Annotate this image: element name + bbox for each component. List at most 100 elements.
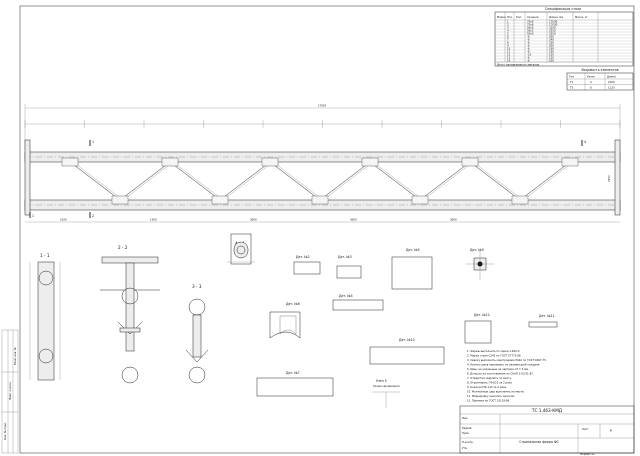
spec-h-length: Длина, мм [549, 15, 563, 19]
note-1: 1. Фермы выполнить по серии 1.460-3. [467, 349, 520, 353]
panel-dim-a: 3000 [250, 218, 257, 222]
tb-row-1: Изм. [462, 416, 468, 420]
spec-row-section: -6 [527, 58, 530, 62]
section-3-3-title: 3 - 3 [192, 284, 202, 289]
plate-7 [256, 377, 334, 397]
gusset-plate [111, 195, 129, 205]
truss-diagonal-edge [172, 161, 224, 201]
overall-dim: 17030 [318, 104, 327, 108]
spec-table-title: Спецификация стали [545, 7, 581, 11]
left-stamp-strip [1, 329, 19, 454]
plate-10 [369, 346, 445, 365]
section-1-1-title: 1 - 1 [40, 253, 50, 258]
plate-7-label: Дет. №7 [286, 371, 300, 375]
truss-diagonal-edge [272, 161, 324, 201]
spec-row-pos: 1 [507, 19, 509, 23]
node-subtitle: Схема оформления [373, 384, 400, 388]
truss-diagonal [219, 161, 271, 201]
title-name: Стропильная ферра ФС [519, 440, 560, 444]
spec-row-length: 100 [549, 58, 554, 62]
spec-row-section: -6 [527, 43, 530, 47]
truss-diagonal [519, 161, 571, 201]
spec-row-pos: 9 [507, 43, 509, 47]
section-2-2-stem [125, 262, 135, 352]
marker-1-bottom: 1 [32, 214, 34, 218]
truss-diagonal-edge [72, 161, 124, 201]
spec-row-pos: 5 [507, 31, 509, 35]
half-dim: 1500 [150, 218, 157, 222]
note-11: 11. Маркировку наносить краской. [467, 394, 515, 398]
tb-stage: Р [610, 429, 612, 433]
spec-footer: Итого наплавленного металла [497, 62, 540, 66]
tb-format: Формат А1 [580, 452, 595, 456]
spec-row-length: 2550 [549, 31, 556, 35]
section-2-2-title: 2 - 2 [118, 245, 128, 250]
spec-row-pos: 14 [507, 58, 511, 62]
gusset-plate [211, 195, 229, 205]
tb-row-5: Утв. [462, 446, 468, 450]
plate-10-label: Дет. №10 [399, 338, 415, 342]
plate-11 [528, 321, 558, 328]
tb-row-2: Разраб. [462, 426, 472, 430]
gusset-plate [561, 157, 579, 167]
section-2-2: 2 - 2 [100, 245, 160, 384]
spec-row-length: 160 [549, 49, 554, 53]
spec-row-section: -6 [527, 37, 530, 41]
section-3-3: 3 - 3 [185, 284, 209, 384]
plate-3-label: Дет. №3 [338, 255, 352, 259]
note-10: 10. Монтажные швы выполнять на месте. [467, 390, 525, 394]
spec-row-pos: 3 [507, 25, 509, 29]
spec-row-length: 120 [549, 55, 554, 59]
section-1-1: 1 - 1 [29, 253, 61, 381]
marker-4-top: 4 [584, 140, 586, 144]
note-6: 6. Допуски на изготовление по СНиП 3.03.… [467, 372, 534, 376]
plate-12-label: Дет. №12 [474, 313, 490, 317]
truss-diagonal [419, 161, 471, 201]
truss-diagonal-edge [372, 161, 424, 201]
spec-row-section: 75х6 [527, 19, 534, 23]
spec-row-section: -10 [527, 52, 532, 56]
weld-h-leg: Катет [587, 75, 596, 79]
spec-row-length: 150 [549, 52, 554, 56]
weld-h-len: Длина [607, 75, 616, 79]
truss-diagonal [119, 161, 171, 201]
spec-row-pos: 12 [507, 52, 511, 56]
panel-dim-c: 3000 [450, 218, 457, 222]
truss-diagonal-edge [472, 161, 524, 201]
plate-6-label: Дет. №6 [286, 302, 300, 306]
weld-r1-len: 2160 [608, 80, 615, 84]
note-4: 4. Катеты швов принимать по наименьшей т… [467, 363, 540, 367]
spec-row-length: 2550 [549, 28, 556, 32]
tb-stage-label: Лист [582, 427, 589, 431]
plate-6 [269, 311, 301, 339]
stamp-inventory: Инв. № подл. [3, 422, 7, 440]
spec-row-pos: 11 [507, 49, 511, 53]
note-3: 3. Сварку выполнять электродами Э42А по … [467, 358, 547, 362]
gusset-plate [361, 157, 379, 167]
truss-diagonal [319, 161, 371, 201]
note-8: 8. Огрунтовать ГФ-021 за 2 раза. [467, 381, 513, 385]
plate-5 [391, 256, 433, 290]
spec-row-length: 3150 [549, 25, 556, 29]
spec-row-section: -6 [527, 40, 530, 44]
truss-diagonal [469, 161, 521, 201]
spec-row-pos: 8 [507, 40, 509, 44]
gusset-plate [261, 157, 279, 167]
detail-plates: Дет. №2 Дет. №3 Дет. №5 Дет. №9 Дет. №6 … [256, 248, 558, 397]
spec-row-section: 75х6 [527, 22, 534, 26]
section-1-1-plate [37, 261, 55, 381]
spec-h-section: Сечение [527, 15, 539, 19]
spec-row-length: 230 [549, 40, 554, 44]
plate-11-label: Дет. №11 [539, 314, 555, 318]
marker-2-bottom: 2 [92, 214, 94, 218]
drawing-frame [19, 5, 635, 454]
spec-row-section: -6 [527, 34, 530, 38]
gusset-plate [61, 157, 79, 167]
note-2: 2. Марки стали С245 по ГОСТ 27772-88. [467, 354, 522, 358]
spec-row-section: -6 [527, 55, 530, 59]
note-12: 12. Приемка по ГОСТ 23118-99. [467, 399, 510, 403]
spec-row-length: 180 [549, 46, 554, 50]
spec-row-length: 200 [549, 43, 554, 47]
note-9: 9. Окраска ПФ-115 за 2 раза. [467, 385, 507, 389]
